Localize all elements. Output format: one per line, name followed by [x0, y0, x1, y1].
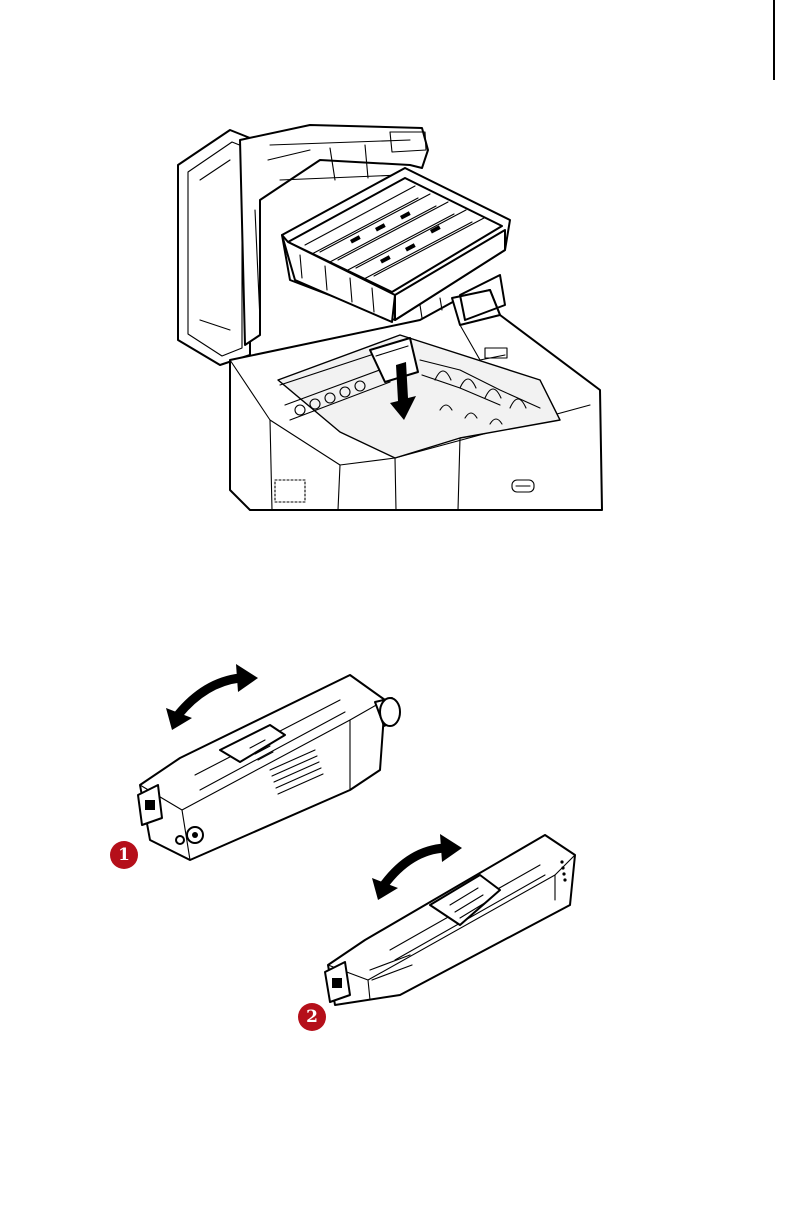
toner-cartridge-2 [325, 835, 575, 1005]
step-2-badge: 2 [298, 1003, 326, 1031]
step-1-badge: 1 [110, 841, 138, 869]
scanner-lid [178, 130, 250, 365]
printer-drum-insert-illustration [160, 120, 610, 516]
shake-arrow-icon-2 [372, 834, 462, 900]
toner-cartridge-1 [138, 675, 400, 860]
page-edge-rule [773, 0, 775, 80]
shake-arrow-icon-1 [166, 664, 258, 730]
toner-cartridge-shake-illustration [100, 650, 590, 1040]
